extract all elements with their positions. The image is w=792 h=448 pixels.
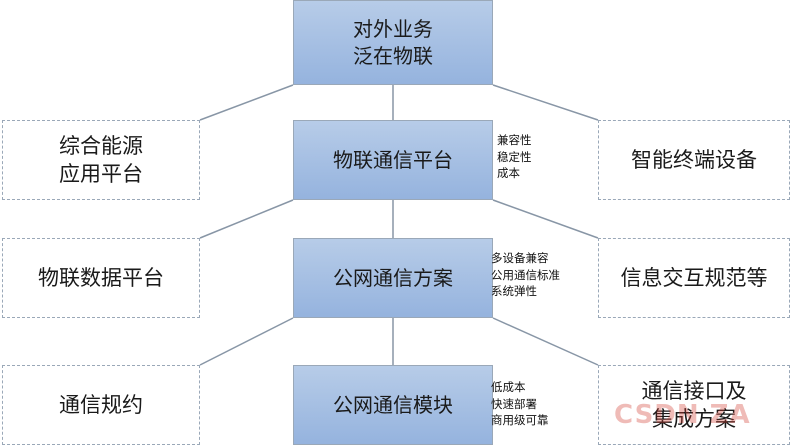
node-info-label: 信息交互规范等 (620, 265, 768, 290)
node-energy-platform: 综合能源 应用平台 (2, 120, 200, 200)
connector-platform-left (199, 199, 294, 239)
note-module-item: 低成本 (491, 380, 526, 394)
node-interface-line-2: 集成方案 (652, 407, 736, 431)
node-data-platform: 物联数据平台 (2, 238, 200, 318)
node-energy-line-2: 应用平台 (59, 162, 143, 186)
note-module-item: 商用级可靠 (491, 413, 549, 428)
node-top-line-1: 对外业务 (353, 16, 433, 41)
node-top: 对外业务 泛在物联 (293, 0, 493, 85)
connector-platform-right (492, 199, 599, 239)
node-terminal-label: 智能终端设备 (631, 147, 757, 172)
connector-scheme-left (199, 317, 294, 366)
node-top-line-2: 泛在物联 (353, 43, 433, 68)
node-protocol-label: 通信规约 (59, 392, 143, 417)
node-module-label: 公网通信模块 (333, 392, 453, 417)
note-platform-item: 成本 (497, 166, 520, 181)
note-module-item: 快速部署 (491, 396, 537, 411)
node-platform-label: 物联通信平台 (333, 147, 453, 172)
connector-top-left (199, 84, 294, 121)
connector-top-right (492, 84, 599, 121)
node-info-spec: 信息交互规范等 (598, 238, 790, 318)
node-scheme-label: 公网通信方案 (333, 265, 453, 290)
note-scheme-item: 公用通信标准 (491, 267, 560, 282)
node-data-platform-label: 物联数据平台 (38, 265, 164, 290)
note-platform-item: 稳定性 (497, 149, 532, 164)
note-platform-item: 兼容性 (497, 133, 532, 147)
node-energy-line-1: 综合能源 (59, 133, 143, 158)
connector-scheme-right (492, 317, 599, 366)
node-terminal: 智能终端设备 (598, 120, 790, 200)
watermark: CSDN ZA (614, 400, 751, 430)
note-scheme-item: 系统弹性 (491, 284, 537, 299)
node-interface-line-1: 通信接口及 (641, 378, 747, 403)
node-platform: 物联通信平台 (293, 120, 493, 200)
note-scheme: 多设备兼容 公用通信标准 系统弹性 (491, 250, 560, 300)
note-module: 低成本 快速部署 商用级可靠 (491, 379, 549, 429)
node-module: 公网通信模块 (293, 365, 493, 445)
node-scheme: 公网通信方案 (293, 238, 493, 318)
note-scheme-item: 多设备兼容 (491, 251, 549, 265)
node-protocol: 通信规约 (2, 365, 200, 445)
node-interface: 通信接口及 集成方案 (598, 365, 790, 445)
note-platform: 兼容性 稳定性 成本 (497, 132, 532, 182)
